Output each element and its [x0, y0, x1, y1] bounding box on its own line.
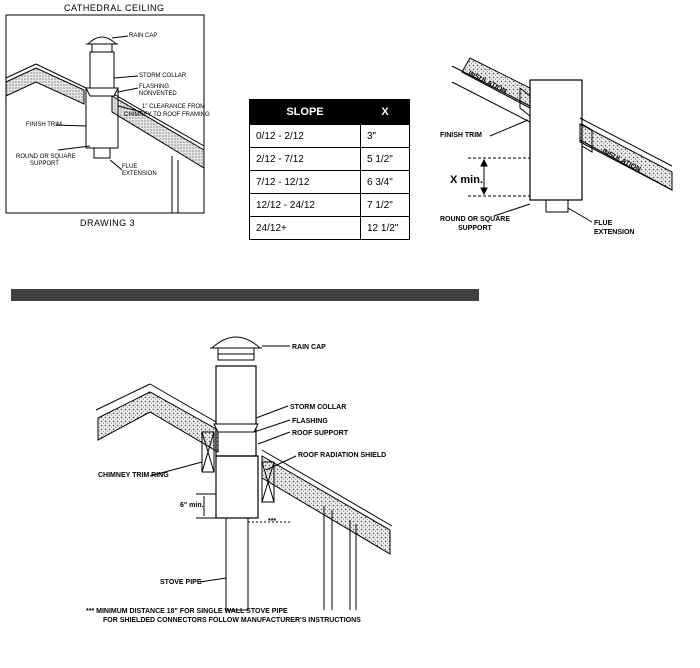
d3-clearance-label-1: 1" CLEARANCE FROM	[142, 104, 206, 110]
x-cell: 7 1/2"	[360, 193, 410, 217]
table-row: 2/12 - 7/12 5 1/2"	[249, 147, 410, 171]
main-chimney-trim-ring-label: CHIMNEY TRIM RING	[98, 472, 169, 479]
slope-header: SLOPE	[249, 99, 361, 125]
slope-cell: 7/12 - 12/12	[249, 170, 361, 194]
main-flashing-label: FLASHING	[292, 418, 328, 425]
drawing3-title: CATHEDRAL CEILING	[64, 3, 165, 13]
detail-flue-label-2: EXTENSION	[594, 229, 635, 236]
d3-flashing-label: FLASHING	[139, 84, 170, 90]
table-row: 24/12+ 12 1/2"	[249, 216, 410, 240]
drawing3-caption: DRAWING 3	[80, 218, 136, 228]
x-cell: 5 1/2"	[360, 147, 410, 171]
detail-flue-label-1: FLUE	[594, 220, 613, 227]
table-row: 0/12 - 2/12 3"	[249, 124, 410, 148]
main-roof-radiation-shield-label: ROOF RADIATION SHIELD	[298, 452, 387, 459]
main-figure	[95, 336, 393, 611]
section-divider	[11, 289, 479, 301]
drawing3-figure	[5, 14, 205, 214]
main-stars-mark: ***	[268, 518, 277, 525]
x-cell: 12 1/2"	[360, 216, 410, 240]
d3-support-label-1: ROUND OR SQUARE	[16, 154, 76, 160]
main-stove-pipe-label: STOVE PIPE	[160, 579, 202, 586]
d3-nonvented-label: NONVENTED	[139, 91, 177, 97]
main-storm-collar-label: STORM COLLAR	[290, 404, 347, 411]
d3-finish-trim-label: FINISH TRIM	[26, 122, 62, 128]
main-six-min-label: 6" min.	[180, 502, 204, 509]
slope-table: SLOPE X 0/12 - 2/12 3" 2/12 - 7/12 5 1/2…	[249, 99, 410, 240]
table-row: 7/12 - 12/12 6 3/4"	[249, 170, 410, 194]
detail-figure	[451, 57, 673, 223]
slope-cell: 2/12 - 7/12	[249, 147, 361, 171]
d3-flue-label-2: EXTENSION	[122, 171, 157, 177]
main-note-line-2: FOR SHIELDED CONNECTORS FOLLOW MANUFACTU…	[103, 617, 361, 624]
table-row: 12/12 - 24/12 7 1/2"	[249, 193, 410, 217]
x-cell: 3"	[360, 124, 410, 148]
slope-cell: 24/12+	[249, 216, 361, 240]
d3-rain-cap-label: RAIN CAP	[129, 33, 158, 39]
detail-finish-trim-label: FINISH TRIM	[440, 132, 482, 139]
d3-clearance-label-2: CHIMNEY TO ROOF FRAMING	[124, 112, 210, 118]
d3-storm-collar-label: STORM COLLAR	[139, 73, 187, 79]
main-roof-support-label: ROOF SUPPORT	[292, 430, 349, 437]
x-header: X	[360, 99, 410, 125]
d3-flue-label-1: FLUE	[122, 164, 138, 170]
detail-x-min-label: X min.	[450, 174, 484, 186]
x-cell: 6 3/4"	[360, 170, 410, 194]
d3-support-label-2: SUPPORT	[30, 161, 59, 167]
main-note-line-1: *** MINIMUM DISTANCE 18" FOR SINGLE WALL…	[86, 608, 288, 615]
detail-support-label-1: ROUND OR SQUARE	[440, 216, 511, 223]
main-rain-cap-label: RAIN CAP	[292, 344, 326, 351]
detail-support-label-2: SUPPORT	[458, 225, 492, 232]
slope-cell: 0/12 - 2/12	[249, 124, 361, 148]
slope-table-header-row: SLOPE X	[249, 99, 410, 125]
slope-cell: 12/12 - 24/12	[249, 193, 361, 217]
